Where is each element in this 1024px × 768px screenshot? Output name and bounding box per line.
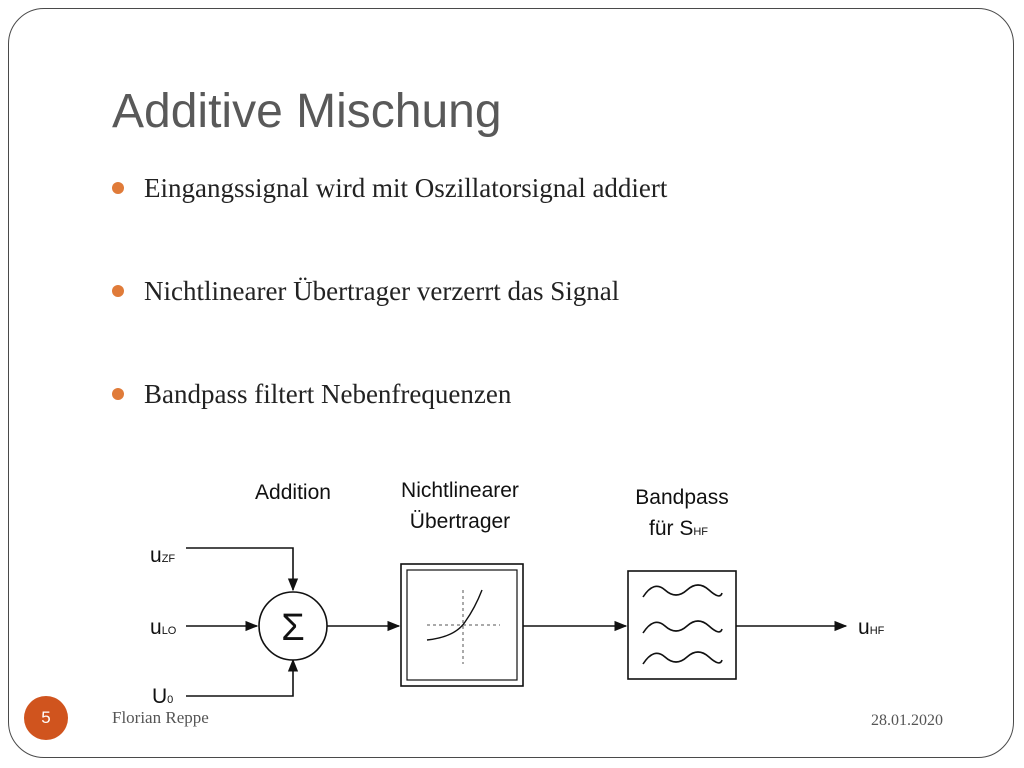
- bullet-dot-icon: [112, 285, 124, 297]
- footer-date: 28.01.2020: [871, 712, 943, 729]
- output-uhf-label: uHF: [858, 616, 885, 639]
- bandpass-label-sub: HF: [693, 526, 708, 538]
- page-number-badge: 5: [24, 696, 68, 740]
- bullet-list: Eingangssignal wird mit Oszillatorsignal…: [112, 170, 667, 479]
- input-uzf-sub: ZF: [162, 553, 176, 565]
- addition-label: Addition: [255, 481, 331, 504]
- output-sub: HF: [870, 625, 885, 637]
- bullet-item: Eingangssignal wird mit Oszillatorsignal…: [112, 170, 667, 273]
- footer-author: Florian Reppe: [112, 708, 209, 727]
- slide-frame: [8, 8, 1014, 758]
- input-ulo-sub: LO: [162, 625, 177, 637]
- bullet-dot-icon: [112, 388, 124, 400]
- bandpass-filter-block: [627, 570, 737, 680]
- bandpass-label-line1: Bandpass: [635, 486, 728, 509]
- nonlinear-curve-icon: [426, 589, 483, 641]
- bullet-item: Nichtlinearer Übertrager verzerrt das Si…: [112, 273, 667, 376]
- bandpass-label-line2: für SHF: [649, 517, 708, 540]
- bullet-text: Nichtlinearer Übertrager verzerrt das Si…: [144, 276, 620, 306]
- bullet-text: Eingangssignal wird mit Oszillatorsignal…: [144, 173, 668, 203]
- input-uzf-label: uZF: [150, 544, 175, 567]
- input-u0-main: U: [152, 685, 167, 708]
- nonlinear-transformer-block: [400, 563, 524, 687]
- bullet-text: Bandpass filtert Nebenfrequenzen: [144, 379, 512, 409]
- input-ulo-main: u: [150, 616, 162, 639]
- input-u0-sub: 0: [167, 694, 173, 706]
- transformer-label-line1: Nichtlinearer: [401, 479, 519, 502]
- bullet-dot-icon: [112, 182, 124, 194]
- input-u0-label: U0: [152, 685, 173, 708]
- input-ulo-label: uLO: [150, 616, 177, 639]
- u0-arrow: [186, 658, 299, 697]
- input-uzf-main: u: [150, 544, 162, 567]
- output-main: u: [858, 616, 870, 639]
- bullet-item: Bandpass filtert Nebenfrequenzen: [112, 376, 667, 479]
- transformer-label-line2: Übertrager: [410, 510, 510, 533]
- uzf-arrow: [186, 547, 299, 592]
- bandpass-label-main: für S: [649, 517, 693, 540]
- slide-title: Additive Mischung: [112, 85, 502, 138]
- sigma-icon: Σ: [281, 607, 305, 649]
